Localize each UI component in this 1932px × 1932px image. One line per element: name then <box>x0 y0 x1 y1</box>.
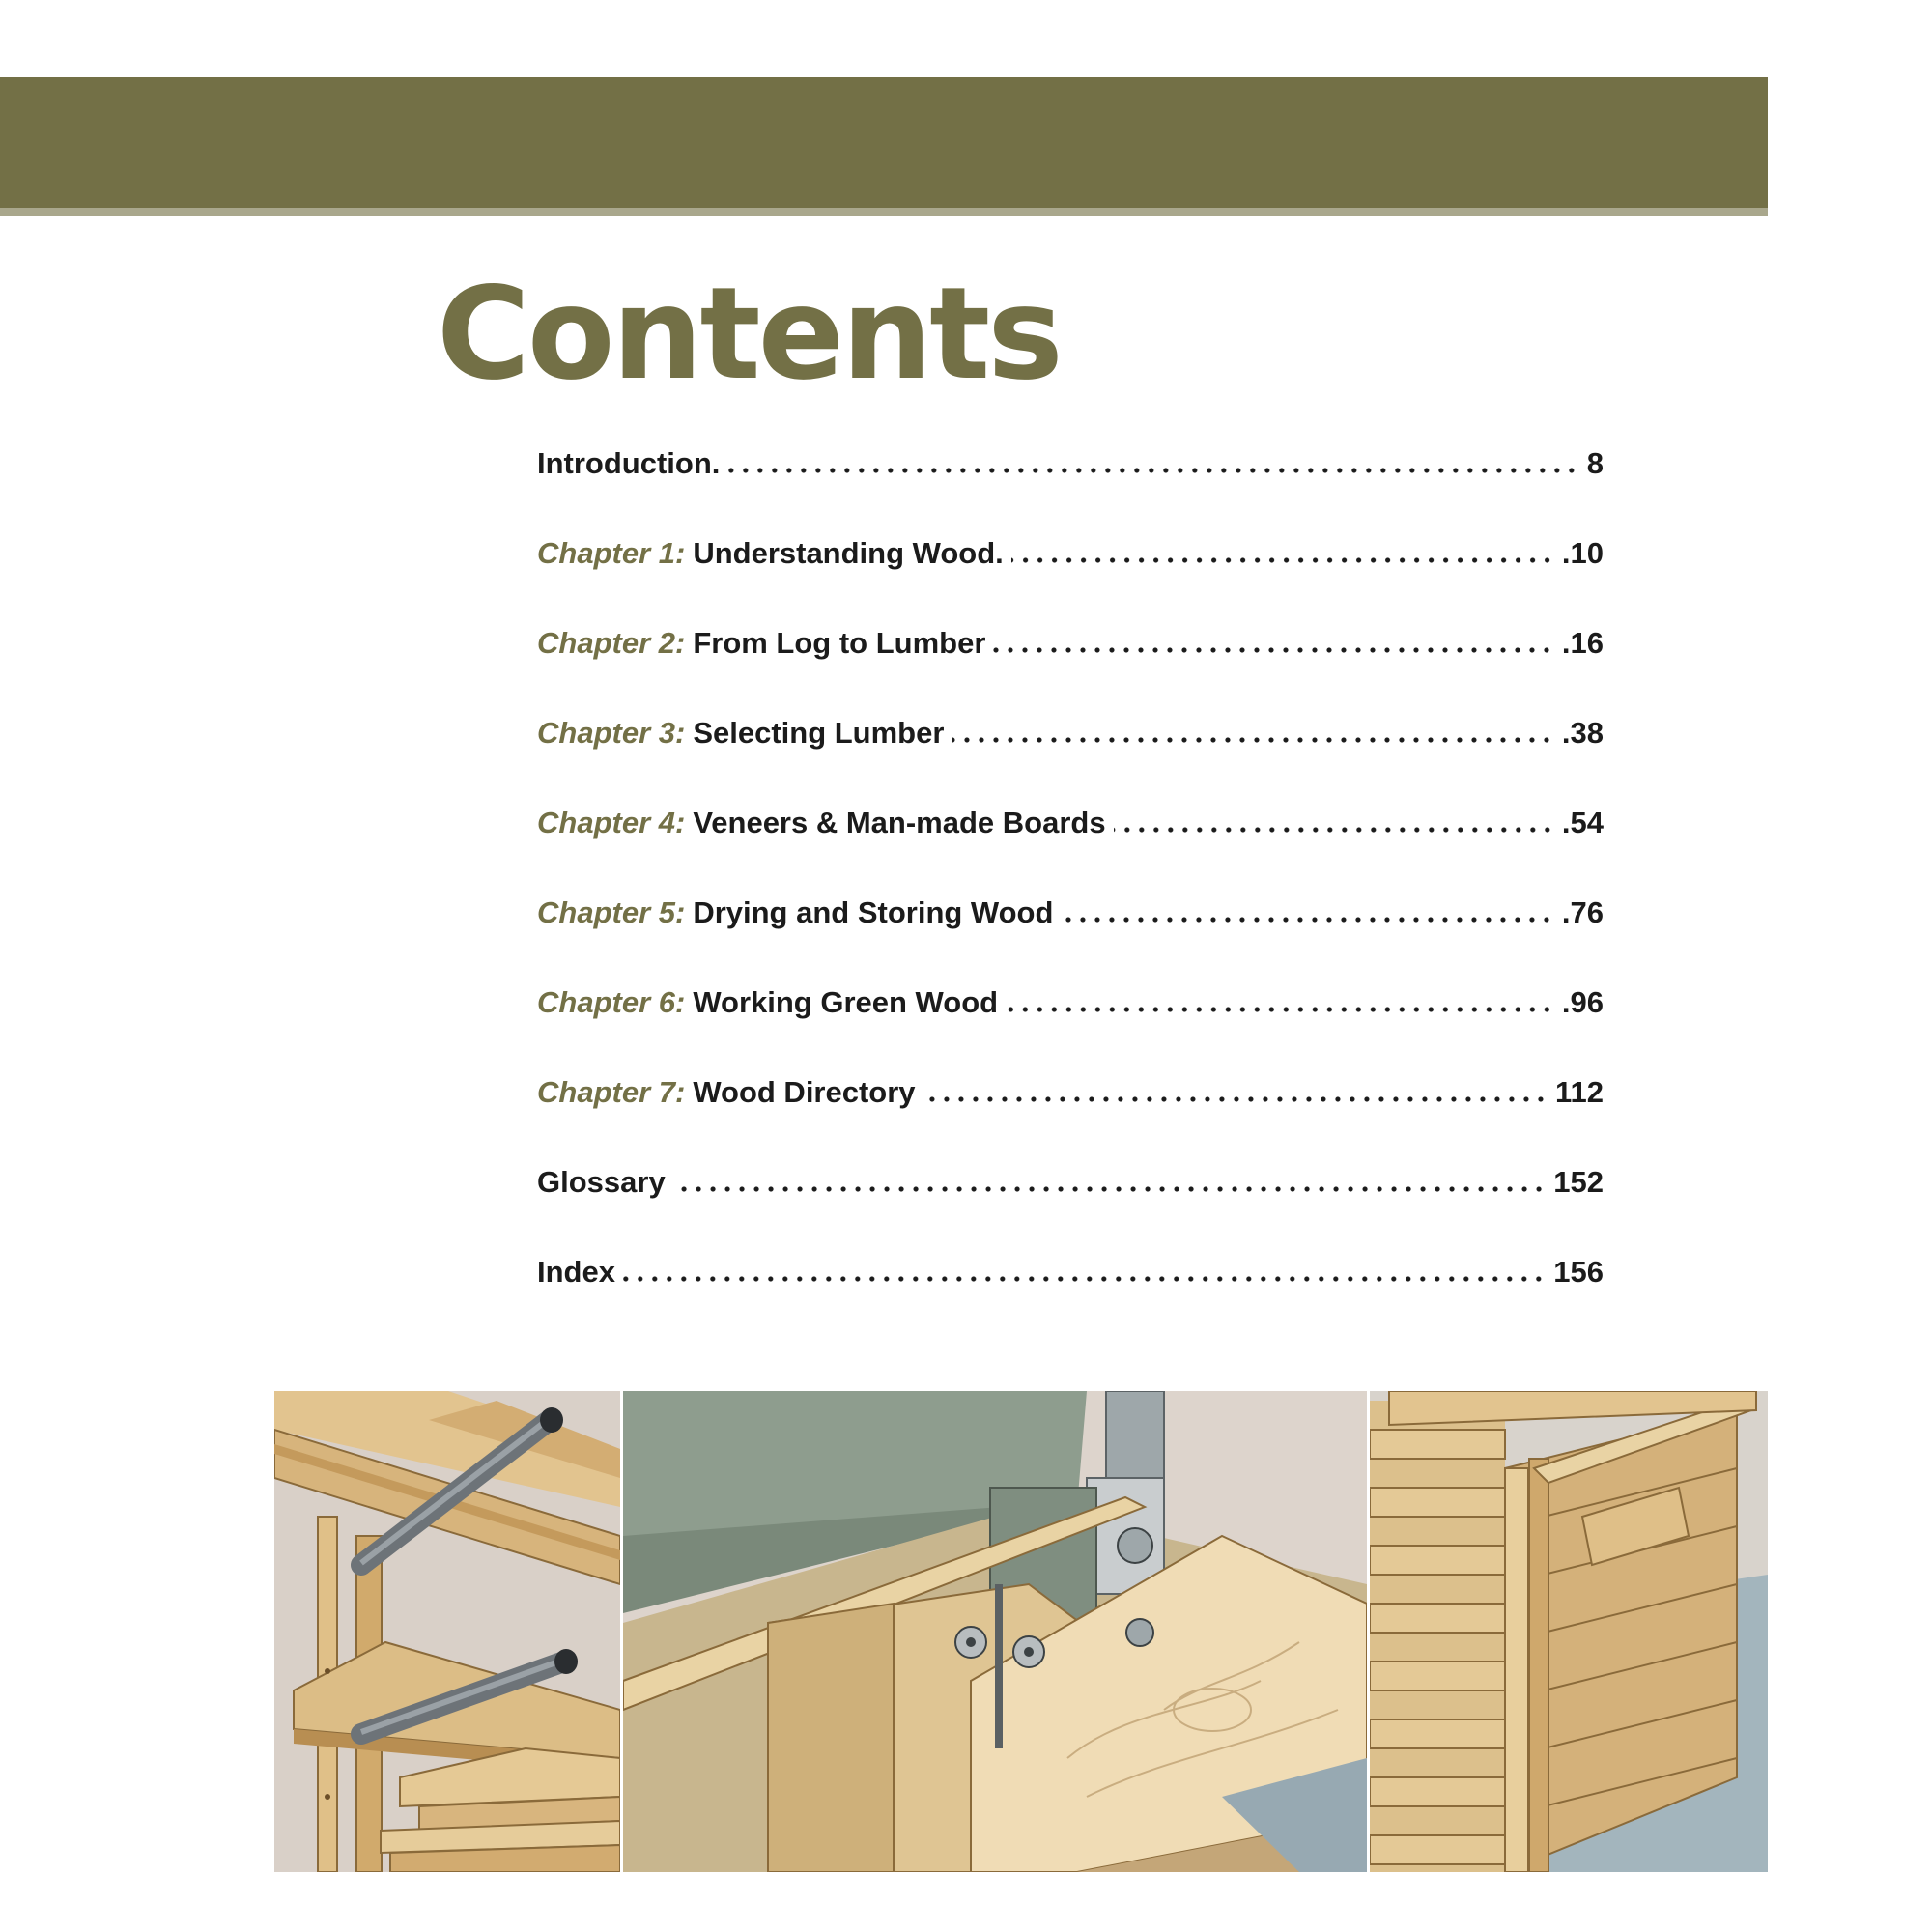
toc-dot-leader <box>952 737 1554 743</box>
toc-entry-label: Glossary <box>537 1165 666 1199</box>
toc-page-number: 112 <box>1554 1075 1604 1109</box>
wood-drying-stack-illustration <box>1370 1391 1768 1872</box>
toc-dot-leader <box>1010 557 1554 563</box>
toc-entry-label: Understanding Wood. <box>693 536 1004 570</box>
toc-page-number: .10 <box>1561 536 1604 570</box>
toc-entry[interactable]: Chapter 3: Selecting Lumber .38 <box>537 716 1604 806</box>
toc-entry-label: Drying and Storing Wood <box>693 895 1054 929</box>
header-band-rule <box>0 208 1768 216</box>
toc-page-number: .76 <box>1561 895 1604 929</box>
toc-dot-leader <box>1006 1007 1554 1012</box>
toc-entry[interactable]: Introduction. 8 <box>537 446 1604 536</box>
toc-entry-label: Selecting Lumber <box>693 716 945 750</box>
toc-page-number: .16 <box>1561 626 1604 660</box>
toc-entry[interactable]: Chapter 6: Working Green Wood .96 <box>537 985 1604 1075</box>
toc-entry[interactable]: Index 156 <box>537 1255 1604 1345</box>
toc-entry-label: Index <box>537 1255 615 1289</box>
toc-entry[interactable]: Chapter 2: From Log to Lumber .16 <box>537 626 1604 716</box>
header-band <box>0 77 1768 208</box>
toc-chapter-prefix: Chapter 7: <box>537 1075 686 1109</box>
toc-page-number: 156 <box>1553 1255 1604 1289</box>
bandsaw-illustration <box>623 1391 1367 1872</box>
toc-dot-leader <box>923 1096 1548 1102</box>
toc-chapter-prefix: Chapter 1: <box>537 536 686 570</box>
lumber-rack-illustration <box>274 1391 620 1872</box>
toc-entry-label: Working Green Wood <box>693 985 999 1019</box>
toc-dot-leader <box>993 647 1554 653</box>
toc-entry[interactable]: Chapter 7: Wood Directory 112 <box>537 1075 1604 1165</box>
toc-entry-label: Veneers & Man-made Boards <box>693 806 1106 839</box>
toc-entry-label: Wood Directory <box>693 1075 916 1109</box>
page-title: Contents <box>437 260 1064 409</box>
toc-chapter-prefix: Chapter 5: <box>537 895 686 929</box>
toc-dot-leader <box>1113 827 1554 833</box>
toc-entry-label: Introduction. <box>537 446 721 480</box>
toc-chapter-prefix: Chapter 4: <box>537 806 686 839</box>
toc-chapter-prefix: Chapter 6: <box>537 985 686 1019</box>
toc-entry[interactable]: Chapter 5: Drying and Storing Wood .76 <box>537 895 1604 985</box>
toc-page-number: .96 <box>1561 985 1604 1019</box>
toc-entry[interactable]: Chapter 4: Veneers & Man-made Boards .54 <box>537 806 1604 895</box>
toc-page-number: .38 <box>1561 716 1604 750</box>
toc-chapter-prefix: Chapter 3: <box>537 716 686 750</box>
toc-dot-leader <box>672 1186 1547 1192</box>
toc-chapter-prefix: Chapter 2: <box>537 626 686 660</box>
toc-dot-leader <box>622 1276 1547 1282</box>
toc-page-number: 8 <box>1586 446 1604 480</box>
toc-entry-label: From Log to Lumber <box>693 626 986 660</box>
toc-dot-leader <box>1061 917 1554 923</box>
toc-page-number: 152 <box>1553 1165 1604 1199</box>
toc-list: Introduction. 8 Chapter 1: Understanding… <box>537 446 1604 1345</box>
toc-entry[interactable]: Glossary 152 <box>537 1165 1604 1255</box>
toc-entry[interactable]: Chapter 1: Understanding Wood. .10 <box>537 536 1604 626</box>
toc-dot-leader <box>727 468 1579 473</box>
toc-page-number: .54 <box>1561 806 1604 839</box>
